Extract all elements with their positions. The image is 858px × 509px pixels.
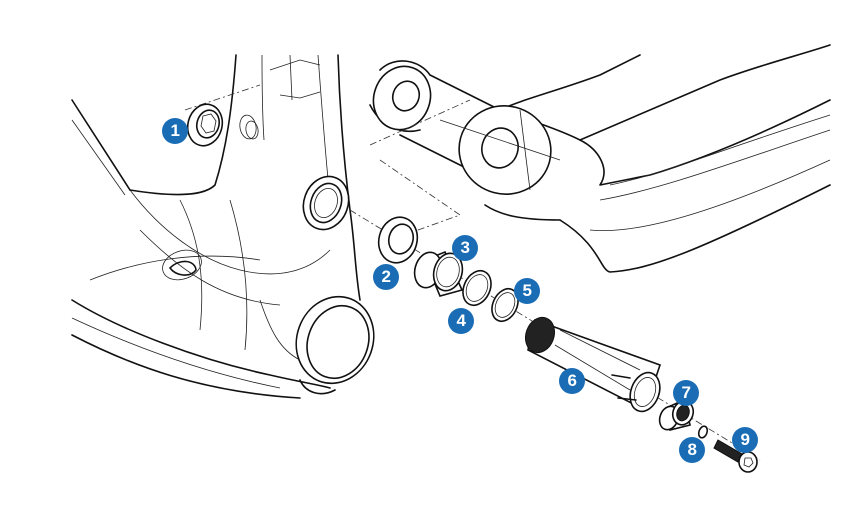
- part-3-bushing: [413, 250, 464, 297]
- frame-body: [71, 54, 375, 399]
- callout-badge-7: 7: [673, 380, 699, 406]
- part-4-washer: [462, 269, 492, 307]
- part-1-washer: [186, 103, 224, 147]
- callout-badge-4: 4: [448, 308, 474, 334]
- callout-badge-9: 9: [732, 427, 758, 453]
- part-6-axle: [524, 316, 662, 413]
- part-2-spacer: [377, 216, 419, 264]
- callout-badge-6: 6: [559, 368, 585, 394]
- callout-badge-5: 5: [514, 278, 540, 304]
- part-8-small-washer: [697, 425, 709, 439]
- callout-badge-2: 2: [373, 264, 399, 290]
- callout-badge-3: 3: [452, 235, 478, 261]
- callout-badge-1: 1: [162, 118, 188, 144]
- callout-badge-8: 8: [679, 437, 705, 463]
- part-5-shim: [491, 287, 519, 323]
- swingarm: [369, 44, 831, 273]
